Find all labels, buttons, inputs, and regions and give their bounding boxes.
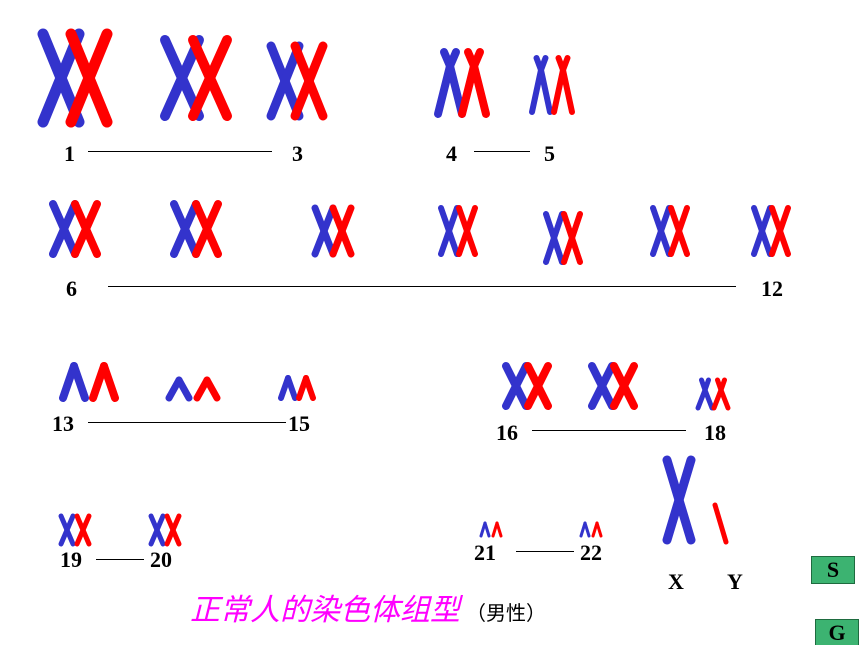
chromosome-pair-19 bbox=[58, 513, 92, 547]
label-chromosome-16: 16 bbox=[496, 420, 518, 445]
label-chromosome-x: X bbox=[668, 569, 684, 594]
label-chromosome-4: 4 bbox=[446, 141, 457, 166]
chromosome-pair-18 bbox=[695, 377, 731, 411]
group-c-line bbox=[108, 286, 736, 287]
chromosome-pair-12 bbox=[751, 205, 791, 257]
label-chromosome-y: Y bbox=[727, 569, 743, 594]
label-chromosome-13: 13 bbox=[52, 411, 74, 436]
chromosome-pair-8 bbox=[311, 204, 355, 258]
chromosome-pair-22 bbox=[579, 521, 603, 538]
label-chromosome-21: 21 bbox=[474, 540, 496, 565]
chromosome-pair-15 bbox=[278, 375, 316, 401]
chromosome-pair-10 bbox=[543, 211, 583, 265]
chromosome-pair-21 bbox=[479, 521, 503, 538]
chromosome-pair-11 bbox=[650, 205, 690, 257]
label-chromosome-12: 12 bbox=[761, 276, 783, 301]
label-chromosome-6: 6 bbox=[66, 276, 77, 301]
chromosome-pair-9 bbox=[438, 205, 478, 257]
label-chromosome-19: 19 bbox=[60, 547, 82, 572]
chromosome-pair-17 bbox=[588, 362, 638, 410]
label-chromosome-18: 18 bbox=[704, 420, 726, 445]
label-chromosome-22: 22 bbox=[580, 540, 602, 565]
chromosome-pair-5 bbox=[529, 55, 575, 115]
chromosome-pair-20 bbox=[148, 513, 182, 547]
group-b-line bbox=[474, 151, 530, 152]
group-f-line bbox=[96, 559, 144, 560]
s-button[interactable]: S bbox=[811, 556, 855, 584]
chromosome-pair-16 bbox=[502, 362, 552, 410]
label-chromosome-20: 20 bbox=[150, 547, 172, 572]
chromosome-pair-7 bbox=[170, 200, 222, 258]
g-button[interactable]: G bbox=[815, 619, 859, 645]
label-chromosome-1: 1 bbox=[64, 141, 75, 166]
chromosome-pair-13 bbox=[59, 362, 119, 402]
title-subtitle: （男性） bbox=[466, 601, 546, 625]
chromosome-x bbox=[662, 455, 696, 545]
chromosome-pair-3 bbox=[266, 41, 328, 121]
title-main: 正常人的染色体组型 bbox=[190, 593, 460, 628]
chromosome-pair-2 bbox=[160, 35, 232, 121]
chromosome-y bbox=[712, 502, 729, 545]
group-e-line bbox=[532, 430, 686, 431]
group-g-line bbox=[516, 551, 574, 552]
chromosome-pair-1 bbox=[37, 28, 113, 128]
chromosome-pair-6 bbox=[49, 200, 101, 258]
label-chromosome-5: 5 bbox=[544, 141, 555, 166]
group-a-line bbox=[88, 151, 272, 152]
slide-title: 正常人的染色体组型（男性） bbox=[190, 596, 546, 626]
chromosome-pair-14 bbox=[165, 376, 221, 402]
group-d-line bbox=[88, 422, 286, 423]
label-chromosome-15: 15 bbox=[288, 411, 310, 436]
label-chromosome-3: 3 bbox=[292, 141, 303, 166]
chromosome-pair-4 bbox=[434, 48, 490, 118]
